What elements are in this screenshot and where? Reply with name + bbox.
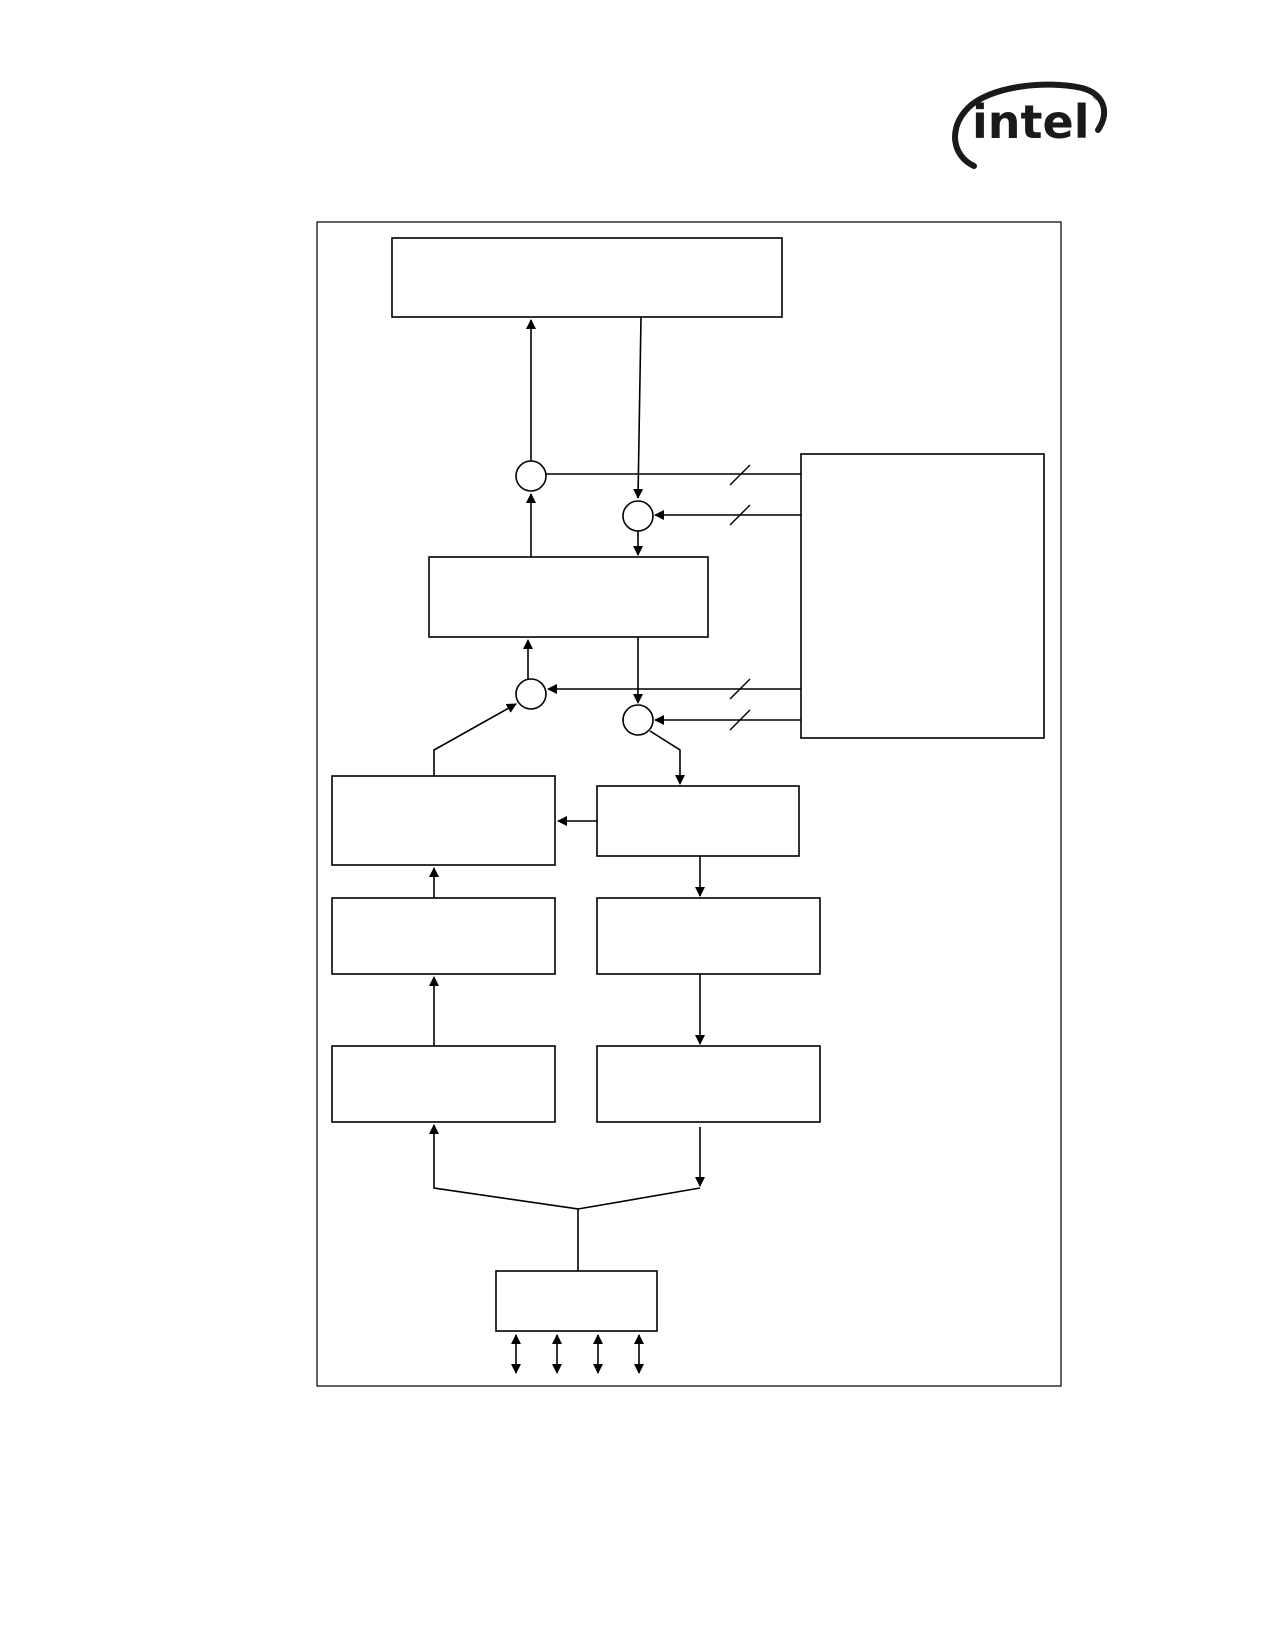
bus-slash-1 xyxy=(729,464,751,486)
bus-slash-2 xyxy=(729,504,751,526)
top-block xyxy=(391,237,783,318)
left-block-3 xyxy=(331,1045,556,1123)
svg-text:intel: intel xyxy=(972,95,1089,149)
wire-bus-from-right3 xyxy=(577,1187,701,1210)
sum-node-1 xyxy=(515,460,547,492)
right-block-3 xyxy=(596,1045,821,1123)
right-block-2 xyxy=(596,897,821,975)
sum-node-3 xyxy=(515,678,547,710)
wire-node4-to-right1 xyxy=(649,730,685,785)
sum-node-2 xyxy=(622,500,654,532)
bus-slash-4 xyxy=(729,709,751,731)
middle-block xyxy=(428,556,709,638)
right-control-block xyxy=(800,453,1045,739)
wire-left1-to-node3 xyxy=(433,703,517,776)
io-block xyxy=(495,1270,658,1332)
sum-node-4 xyxy=(622,704,654,736)
wire-top-to-node2 xyxy=(633,316,644,499)
right-block-1 xyxy=(596,785,800,857)
bus-slash-3 xyxy=(729,678,751,700)
intel-logo: intel ® xyxy=(952,81,1108,169)
svg-text:®: ® xyxy=(1092,93,1101,103)
figure-frame xyxy=(316,221,1062,1387)
wire-bus-to-left3 xyxy=(429,1124,579,1271)
left-block-2 xyxy=(331,897,556,975)
left-block-1 xyxy=(331,775,556,866)
